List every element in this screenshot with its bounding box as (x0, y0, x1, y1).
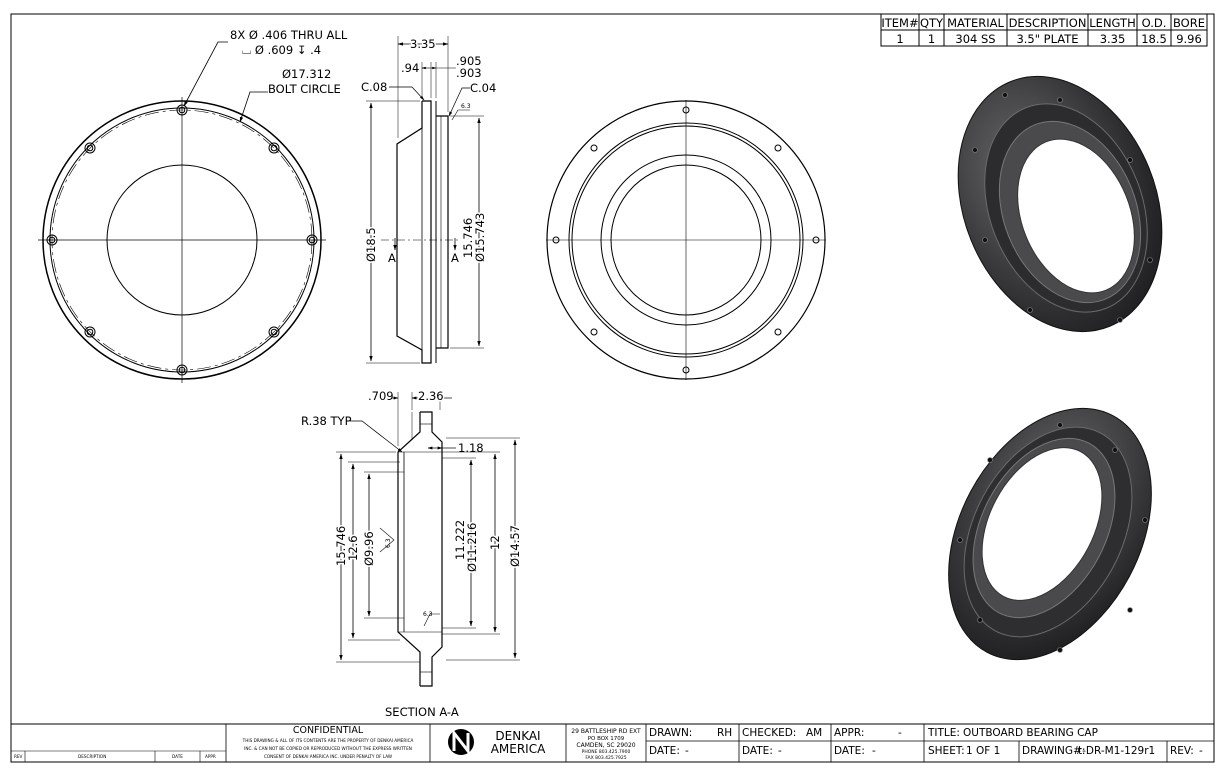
bom-header-od: O.D. (1142, 16, 1167, 30)
side-view: 3.35 .94 .905 .903 C.08 C.04 6.3 Ø18.5 1… (361, 36, 496, 364)
sheet-label: SHEET: (928, 745, 965, 757)
back-view (546, 100, 826, 380)
date-value-appr: - (872, 745, 876, 757)
dim-section-15746: 15.746 (334, 526, 348, 566)
dim-length: 3.35 (410, 37, 436, 51)
bom-header-length: LENGTH (1089, 16, 1135, 30)
date-label-checked: DATE: (742, 745, 773, 757)
bom-header-bore: BORE (1173, 16, 1205, 30)
title-label: TITLE: (927, 727, 960, 739)
legal-line-1: THIS DRAWING & ALL OF ITS CONTENTS ARE T… (242, 738, 414, 743)
address-line-5: FAX 803.425.7925 (585, 755, 626, 761)
dim-section-12: 12 (488, 535, 502, 550)
section-arrow-right: A (451, 251, 459, 265)
address-line-3: CAMDEN, SC 29020 (576, 742, 635, 749)
bolt-circle-label: BOLT CIRCLE (268, 82, 341, 96)
back-bolt-holes (552, 106, 820, 374)
chamfer-c08: C.08 (361, 80, 387, 94)
hole-callout-thru: 8X Ø .406 THRU ALL (230, 28, 348, 42)
date-label-appr: DATE: (834, 745, 865, 757)
description-column-header: DESCRIPTION (78, 754, 106, 759)
company-logo (448, 728, 474, 756)
rev-value: - (1199, 745, 1203, 757)
date-value-checked: - (778, 745, 782, 757)
bom-cell-qty: 1 (928, 32, 935, 46)
bom-cell-bore: 9.96 (1176, 32, 1202, 46)
legal-line-2: INC. & CAN NOT BE COPIED OR REPRODUCED W… (244, 746, 412, 751)
section-view: .709 2.36 1.18 R.38 TYP 15.746 12.6 Ø9.9… (301, 388, 524, 720)
drawn-value: RH (717, 727, 732, 739)
date-value-drawn: - (685, 745, 689, 757)
drawing-number-label: DRAWING#: (1022, 745, 1085, 757)
dim-pilot-lower: Ø15.743 (473, 213, 487, 262)
dim-236: 2.36 (418, 389, 444, 403)
dim-pilot-upper: 15.746 (461, 218, 475, 258)
bom-cell-item: 1 (896, 32, 903, 46)
bolt-circle-dia: Ø17.312 (282, 67, 331, 81)
front-view: 8X Ø .406 THRU ALL ⌴ Ø .609 ↧ .4 Ø17.312… (38, 28, 348, 383)
rev-column-header: REV (14, 754, 23, 759)
appr-column-header: APPR (205, 754, 216, 759)
dim-0709: .709 (368, 389, 394, 403)
section-label: SECTION A-A (385, 705, 459, 719)
dim-section-1457: Ø14.57 (508, 525, 522, 567)
dim-section-bore: Ø9.96 (362, 531, 376, 566)
bom-cell-length: 3.35 (1100, 32, 1126, 46)
hole-callout-cbore: ⌴ Ø .609 ↧ .4 (242, 43, 321, 57)
dim-section-126: 12.6 (346, 535, 360, 561)
drawing-number-value: t-DR-M1-129r1 (1078, 745, 1155, 757)
bom-cell-material: 304 SS (955, 32, 995, 46)
bom-header-qty: QTY (920, 16, 944, 30)
bom-header-material: MATERIAL (947, 16, 1004, 30)
rev-label: REV: (1170, 745, 1194, 757)
section-arrow-left: A (388, 251, 396, 265)
finish-symbol-face: 6.3 (423, 611, 433, 618)
confidential-heading: CONFIDENTIAL (293, 725, 364, 736)
appr-label: APPR: (834, 727, 864, 739)
bom-header-description: DESCRIPTION (1009, 16, 1087, 30)
bom-cell-od: 18.5 (1141, 32, 1167, 46)
title-block: REV DESCRIPTION DATE APPR CONFIDENTIAL T… (11, 723, 1214, 763)
dim-0903: .903 (456, 66, 482, 80)
company-name-1: DENKAI (495, 729, 540, 743)
isometric-view-top (957, 75, 1163, 333)
isometric-view-bottom (948, 407, 1152, 661)
date-column-header: DATE (172, 754, 183, 759)
address-line-2: PO BOX 1709 (588, 736, 625, 742)
checked-label: CHECKED: (742, 727, 796, 739)
dim-118: 1.18 (458, 441, 484, 455)
title-value: OUTBOARD BEARING CAP (963, 727, 1098, 739)
bom-table: ITEM# QTY MATERIAL DESCRIPTION LENGTH O.… (880, 13, 1208, 47)
chamfer-c04: C.04 (470, 81, 496, 95)
radius-callout: R.38 TYP (301, 414, 352, 428)
address-line-4: PHONE 803.425.7900 (582, 749, 631, 755)
dim-section-11216: Ø11.216 (465, 523, 479, 572)
address-line-1: 29 BATTLESHIP RD EXT (571, 728, 641, 735)
appr-value: - (898, 727, 902, 739)
bom-cell-description: 3.5" PLATE (1016, 32, 1078, 46)
drawn-label: DRAWN: (649, 727, 692, 739)
finish-symbol-bore: 6.3 (385, 538, 392, 548)
sheet-value: 1 OF 1 (966, 745, 1000, 757)
dim-094: .94 (401, 61, 419, 75)
dim-section-11222: 11.222 (453, 520, 467, 560)
dim-od: Ø18.5 (364, 227, 378, 262)
legal-line-3: CONSENT OF DENKAI AMERICA INC. UNDER PEN… (264, 754, 392, 759)
finish-symbol-side: 6.3 (461, 103, 471, 110)
company-name-2: AMERICA (491, 742, 546, 756)
checked-value: AM (806, 727, 822, 739)
date-label-drawn: DATE: (649, 745, 680, 757)
bom-header-item: ITEM# (881, 16, 918, 30)
bolt-holes (46, 104, 318, 376)
dim-0905: .905 (456, 54, 482, 68)
